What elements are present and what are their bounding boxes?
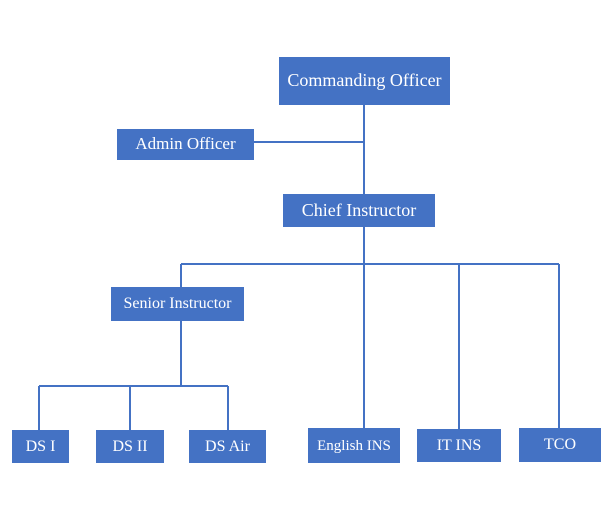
node-commanding-officer: Commanding Officer xyxy=(279,57,450,105)
node-chief-instructor: Chief Instructor xyxy=(283,194,435,227)
node-it-ins: IT INS xyxy=(417,429,501,462)
node-senior-instructor: Senior Instructor xyxy=(111,287,244,321)
node-label: DS Air xyxy=(205,437,250,455)
node-label: Chief Instructor xyxy=(301,199,417,220)
node-label: IT INS xyxy=(436,436,482,454)
node-ds-air: DS Air xyxy=(189,430,266,463)
node-ds-1: DS I xyxy=(12,430,69,463)
node-english-ins: English INS xyxy=(308,428,400,463)
node-label: English INS xyxy=(317,437,391,454)
node-ds-2: DS II xyxy=(96,430,164,463)
node-label: DS II xyxy=(112,437,148,455)
node-tco: TCO xyxy=(519,428,601,462)
node-label: Commanding Officer xyxy=(287,70,442,91)
node-label: TCO xyxy=(544,436,576,454)
node-admin-officer: Admin Officer xyxy=(117,129,254,160)
node-label: Senior Instructor xyxy=(123,295,232,313)
node-label: Admin Officer xyxy=(135,134,236,154)
node-label: DS I xyxy=(25,437,56,455)
